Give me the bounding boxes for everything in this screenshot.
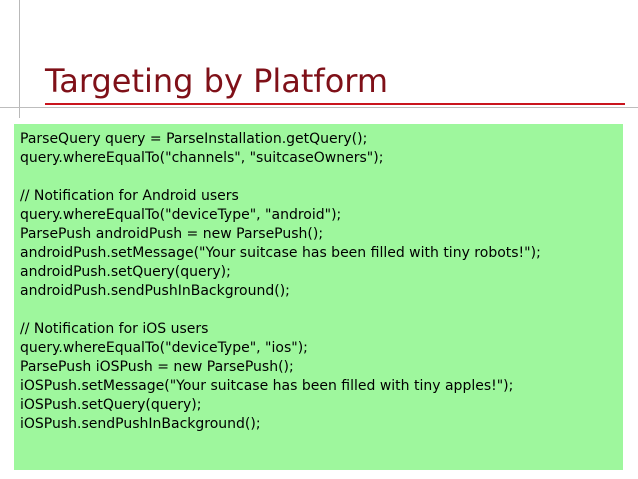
code-line: query.whereEqualTo("deviceType", "ios"); bbox=[20, 340, 308, 356]
code-line-blank bbox=[20, 168, 623, 187]
code-block: ParseQuery query = ParseInstallation.get… bbox=[14, 124, 623, 470]
code-line: ParsePush iOSPush = new ParsePush(); bbox=[20, 359, 294, 375]
code-line: query.whereEqualTo("channels", "suitcase… bbox=[20, 150, 384, 166]
code-line: ParsePush androidPush = new ParsePush(); bbox=[20, 226, 324, 242]
decorative-horizontal-line bbox=[0, 107, 638, 108]
code-line: ParseQuery query = ParseInstallation.get… bbox=[20, 131, 368, 147]
decorative-vertical-line bbox=[19, 0, 20, 118]
title-underline bbox=[45, 103, 625, 105]
slide-title: Targeting by Platform bbox=[45, 62, 389, 100]
code-line: iOSPush.setQuery(query); bbox=[20, 397, 202, 413]
code-line: iOSPush.sendPushInBackground(); bbox=[20, 416, 261, 432]
code-line: iOSPush.setMessage("Your suitcase has be… bbox=[20, 378, 514, 394]
code-line-blank bbox=[20, 301, 623, 320]
code-line: androidPush.setQuery(query); bbox=[20, 264, 231, 280]
code-line: query.whereEqualTo("deviceType", "androi… bbox=[20, 207, 342, 223]
code-comment: // Notification for Android users bbox=[20, 188, 239, 204]
code-comment: // Notification for iOS users bbox=[20, 321, 209, 337]
code-line: androidPush.sendPushInBackground(); bbox=[20, 283, 290, 299]
code-line: androidPush.setMessage("Your suitcase ha… bbox=[20, 245, 541, 261]
